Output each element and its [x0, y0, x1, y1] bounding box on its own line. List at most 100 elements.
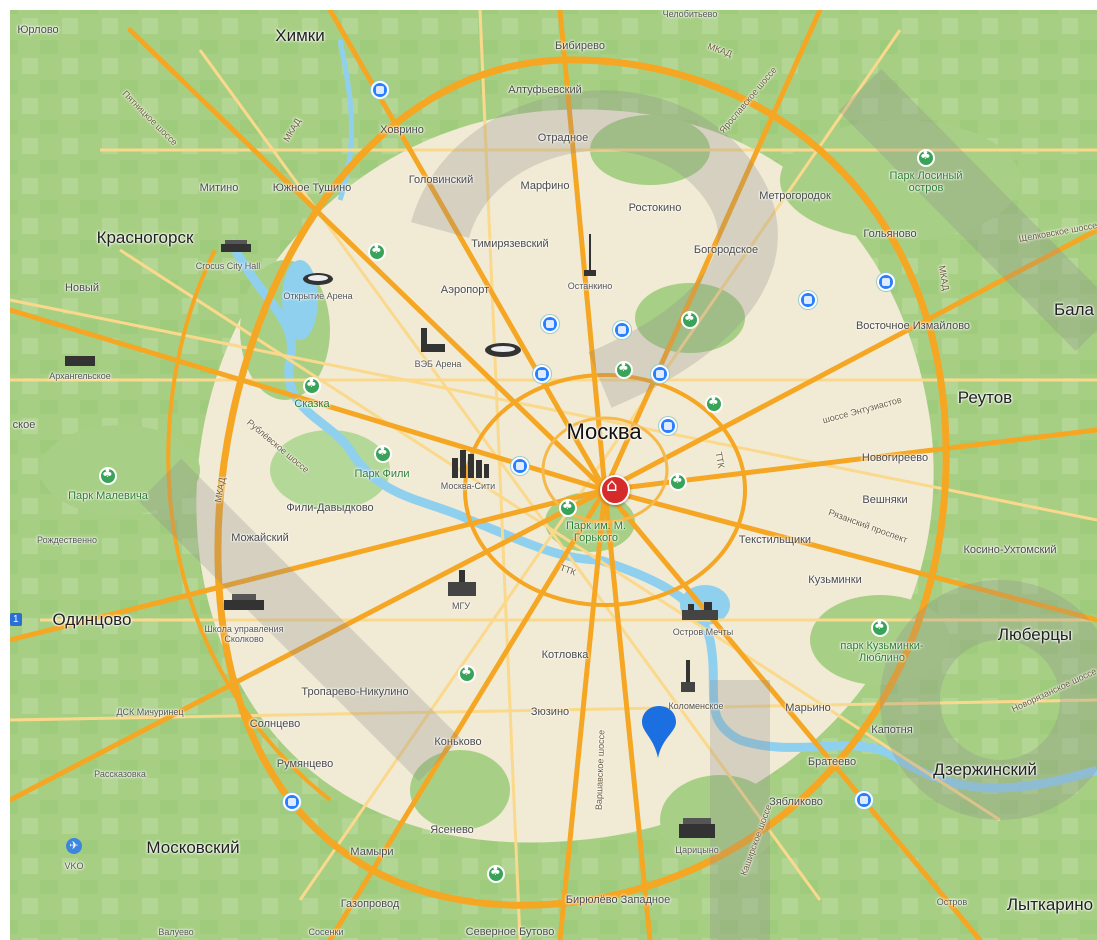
tree-icon[interactable] [871, 618, 889, 637]
tree-icon[interactable] [99, 466, 117, 485]
district-label: Челобитьево [662, 9, 718, 19]
capital-label: Москва [566, 419, 642, 444]
district-label: Северное Бутово [465, 926, 555, 938]
park-label: Парк Малевича [68, 490, 148, 502]
park-label: Парк Фили [354, 468, 410, 480]
district-label: Солнцево [249, 718, 301, 730]
district-label: Коньково [434, 736, 482, 748]
kolomenskoe-icon[interactable] [678, 658, 698, 696]
metro-icon[interactable] [283, 793, 301, 811]
district-label: Марьино [785, 702, 831, 714]
metro-icon[interactable] [651, 365, 669, 383]
metro-icon[interactable] [855, 791, 873, 809]
city-label: Химки [275, 26, 325, 45]
district-label: Митино [199, 182, 239, 194]
msu-icon[interactable] [446, 568, 478, 598]
ostrov-mechty-icon[interactable] [680, 600, 720, 622]
metro-icon[interactable] [659, 417, 677, 435]
stadium-icon[interactable] [483, 340, 523, 358]
city-label: Лыткарино [1006, 895, 1094, 914]
skolkovo-icon[interactable] [222, 592, 266, 614]
park-label: парк Кузьминки-Люблино [840, 640, 924, 664]
metro-icon[interactable] [613, 321, 631, 339]
district-label: Богородское [693, 244, 759, 256]
tree-icon[interactable] [374, 444, 392, 463]
route-badge: 1 [10, 613, 22, 626]
district-label: Метрогородок [759, 190, 831, 202]
tree-icon[interactable] [681, 310, 699, 329]
district-label: Ховрино [380, 124, 424, 136]
district-label: Архангельское [49, 371, 111, 381]
park-label: Парк им. М. Горького [565, 520, 627, 544]
metro-icon[interactable] [371, 81, 389, 99]
arkhangelskoe-icon[interactable] [63, 352, 97, 368]
district-label: Вешняки [862, 494, 908, 506]
park-label: Сказка [294, 398, 330, 410]
district-label: ское [12, 419, 36, 431]
stadium-icon[interactable] [301, 270, 335, 286]
district-label: Юрлово [17, 24, 59, 36]
metro-icon[interactable] [799, 291, 817, 309]
tree-icon[interactable] [458, 664, 476, 683]
city-label: Дзержинский [933, 760, 1037, 779]
district-label: Марфино [520, 180, 570, 192]
district-label: Зюзино [530, 706, 570, 718]
metro-icon[interactable] [511, 457, 529, 475]
landmark-label: VKO [64, 861, 84, 871]
landmark-label: Школа управления Сколково [204, 624, 284, 644]
district-label: Гольяново [863, 228, 917, 240]
district-label: Восточное Измайлово [855, 320, 971, 332]
park-label: Парк Лосиный остров [889, 170, 963, 194]
landmark-label: Открытие Арена [283, 291, 353, 301]
landmark-label: Царицыно [675, 845, 719, 855]
tree-icon[interactable] [705, 394, 723, 413]
tree-icon[interactable] [303, 376, 321, 395]
district-label: Алтуфьевский [508, 84, 582, 96]
tree-icon[interactable] [559, 498, 577, 517]
metro-icon[interactable] [877, 273, 895, 291]
district-label: Остров [936, 897, 968, 907]
district-label: Сосенки [308, 927, 344, 937]
district-label: Рождественно [36, 535, 98, 545]
district-label: Румянцево [276, 758, 334, 770]
landmark-label: Останкино [567, 281, 613, 291]
moscow-city-icon[interactable] [450, 448, 490, 478]
district-label: Котловка [541, 649, 589, 661]
location-pin-icon[interactable] [640, 704, 678, 760]
district-label: Кузьминки [808, 574, 862, 586]
district-label: Рассказовка [94, 769, 146, 779]
tree-icon[interactable] [368, 242, 386, 261]
city-label: Московский [146, 838, 240, 857]
district-label: Тимирязевский [471, 238, 549, 250]
veb-arena-icon[interactable] [417, 324, 447, 354]
metro-icon[interactable] [533, 365, 551, 383]
district-label: Косино-Ухтомский [963, 544, 1057, 556]
district-label: Южное Тушино [272, 182, 352, 194]
district-label: Головинский [408, 174, 474, 186]
district-label: Новогиреево [861, 452, 929, 464]
district-label: Братеево [807, 756, 857, 768]
district-label: Валуево [158, 927, 194, 937]
district-label: Тропарево-Никулино [301, 686, 409, 698]
city-label: Люберцы [997, 625, 1073, 644]
metro-icon[interactable] [541, 315, 559, 333]
district-label: Ростокино [628, 202, 682, 214]
tree-icon[interactable] [487, 864, 505, 883]
tree-icon[interactable] [917, 148, 935, 167]
ostankino-tower-icon[interactable] [580, 232, 600, 278]
city-label: Реутов [957, 388, 1013, 407]
tree-icon[interactable] [669, 472, 687, 491]
tree-icon[interactable] [615, 360, 633, 379]
district-label: Бирюлёво Западное [565, 894, 671, 906]
landmark-label: Остров Мечты [672, 627, 734, 637]
city-label: Красногорск [96, 228, 194, 247]
home-marker-icon[interactable] [600, 475, 630, 505]
tsaritsyno-icon[interactable] [677, 816, 717, 840]
landmark-label: Коломенское [668, 701, 724, 711]
city-label: Одинцово [52, 610, 132, 629]
crocus-city-hall-icon[interactable] [219, 238, 253, 256]
district-label: Капотня [871, 724, 913, 736]
airport-icon[interactable]: ✈ [66, 838, 82, 854]
